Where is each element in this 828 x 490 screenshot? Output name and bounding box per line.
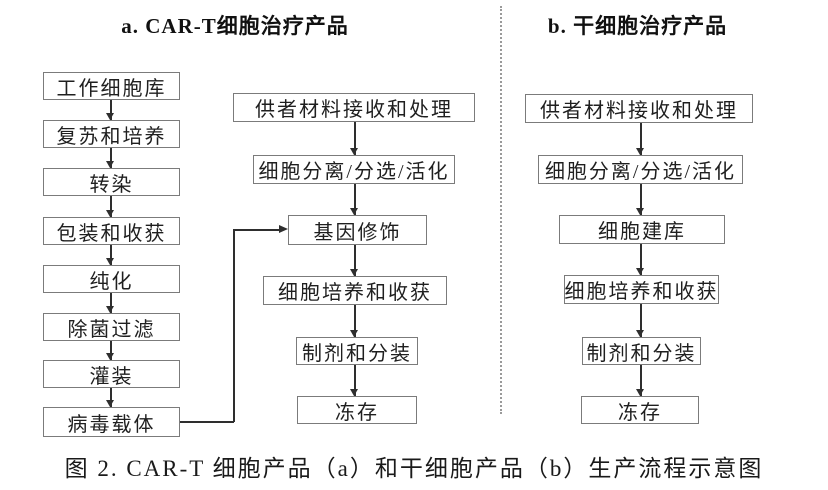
flow-box-filling: 灌装 xyxy=(43,360,180,388)
flow-box-cell-banking: 细胞建库 xyxy=(559,215,725,244)
flow-box-cryopreservation-a: 冻存 xyxy=(297,396,417,424)
flow-box-viral-vector: 病毒载体 xyxy=(43,407,180,437)
flow-arrow-down xyxy=(107,245,114,265)
flow-box-cell-culture-harvest-a: 细胞培养和收获 xyxy=(263,276,447,305)
flow-arrow-down xyxy=(351,184,358,215)
flow-box-sterile-filtration: 除菌过滤 xyxy=(43,313,180,341)
connector-segment xyxy=(233,229,235,422)
flow-box-formulation-filling-a: 制剂和分装 xyxy=(296,337,418,365)
flow-arrow-down xyxy=(351,305,358,337)
flow-box-cryopreservation-b: 冻存 xyxy=(581,396,699,424)
flow-arrow-down xyxy=(637,365,644,396)
flow-arrow-down xyxy=(107,388,114,407)
flow-box-cell-culture-harvest-b: 细胞培养和收获 xyxy=(564,275,719,304)
flow-box-cell-separation-b: 细胞分离/分选/活化 xyxy=(538,155,743,184)
flow-arrow-down xyxy=(351,122,358,155)
flow-box-donor-material-receipt-b: 供者材料接收和处理 xyxy=(525,94,753,123)
flow-arrow-down xyxy=(351,365,358,396)
flow-box-thaw-and-culture: 复苏和培养 xyxy=(43,120,180,148)
flow-box-formulation-filling-b: 制剂和分装 xyxy=(582,337,701,365)
connector-segment xyxy=(233,229,280,231)
figure-caption: 图 2. CAR-T 细胞产品（a）和干细胞产品（b）生产流程示意图 xyxy=(64,456,764,481)
section-divider xyxy=(500,6,502,414)
flow-arrow-down xyxy=(107,293,114,313)
connector-segment xyxy=(180,421,234,423)
flow-arrow-down xyxy=(351,245,358,276)
flow-arrow-down xyxy=(107,148,114,168)
flow-box-donor-material-receipt-a: 供者材料接收和处理 xyxy=(233,93,475,122)
flow-arrow-down xyxy=(107,341,114,360)
flow-box-packaging-and-harvest: 包装和收获 xyxy=(43,217,180,245)
flow-box-working-cell-bank: 工作细胞库 xyxy=(43,72,180,100)
flow-box-gene-modification: 基因修饰 xyxy=(288,215,427,245)
flow-arrow-down xyxy=(637,123,644,155)
flow-arrow-down xyxy=(637,244,644,275)
flow-arrow-down xyxy=(637,304,644,337)
section-a-title: a. CAR-T细胞治疗产品 xyxy=(121,14,349,38)
section-b-title: b. 干细胞治疗产品 xyxy=(547,14,728,38)
flow-box-transfection: 转染 xyxy=(43,168,180,196)
flow-arrow-down xyxy=(637,184,644,215)
flow-arrow-down xyxy=(107,196,114,217)
flow-arrow-down xyxy=(107,100,114,120)
flow-box-purification: 纯化 xyxy=(43,265,180,293)
flow-box-cell-separation-a: 细胞分离/分选/活化 xyxy=(253,155,455,184)
connector-arrowhead xyxy=(279,225,288,233)
